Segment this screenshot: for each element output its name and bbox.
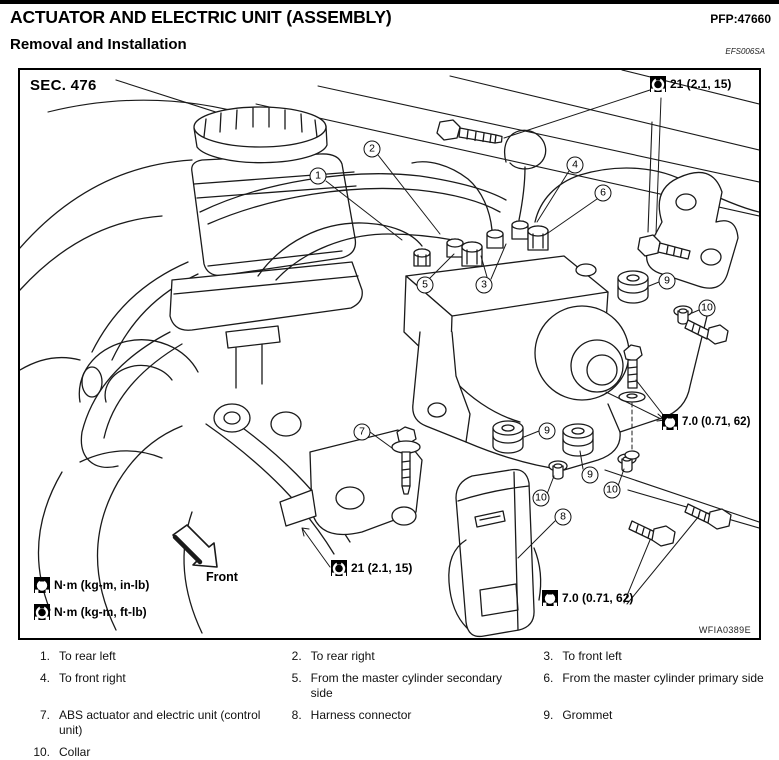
part-label: To rear right <box>310 649 375 663</box>
part-number: 5. <box>291 671 302 685</box>
part-number: 9. <box>543 708 554 722</box>
part-number: 4. <box>39 671 50 685</box>
torque-ftlb-icon <box>34 604 50 620</box>
part-label: From the master cylinder primary side <box>562 671 764 685</box>
torque-callout-bottom-right: 7.0 (0.71, 62) <box>542 590 633 606</box>
parts-list: 1. To rear left 2. To rear right 3. To fron… <box>0 649 779 760</box>
part-label: To rear left <box>59 649 116 663</box>
torque-ftlb-icon <box>650 76 666 92</box>
parts-list-item: 9. Grommet <box>527 708 773 738</box>
parts-list-item: 6. From the master cylinder primary side <box>527 671 773 701</box>
torque-inlb-icon <box>542 590 558 606</box>
parts-list-item: 4. To front right <box>24 671 270 701</box>
callout-marker-9c: 9 <box>658 272 676 290</box>
part-number: 3. <box>543 649 554 663</box>
callout-marker-8: 8 <box>554 508 572 526</box>
part-label: Harness connector <box>310 708 412 722</box>
diagram-line-art <box>20 70 759 638</box>
parts-list-item: 10. Collar <box>24 745 270 760</box>
section-subtitle: Removal and Installation <box>10 36 187 53</box>
parts-list-item: 5. From the master cylinder secondary sid… <box>276 671 522 701</box>
part-label: To front left <box>562 649 622 663</box>
parts-list-item: 1. To rear left <box>24 649 270 664</box>
torque-value: 21 (2.1, 15) <box>670 77 732 91</box>
callout-marker-6: 6 <box>594 184 612 202</box>
parts-list-item: 8. Harness connector <box>276 708 522 738</box>
section-label: SEC. 476 <box>30 77 97 94</box>
callout-marker-10a: 10 <box>532 489 550 507</box>
part-number: 7. <box>39 708 50 722</box>
front-direction-label: Front <box>206 570 238 584</box>
part-number: 8. <box>291 708 302 722</box>
parts-list-item: 7. ABS actuator and electric unit (contro… <box>24 708 270 738</box>
torque-legend-label: N·m (kg-m, ft-lb) <box>54 605 147 619</box>
callout-marker-10c: 10 <box>698 299 716 317</box>
torque-callout-bottom-middle: 21 (2.1, 15) <box>331 560 412 576</box>
torque-value: 7.0 (0.71, 62) <box>562 591 634 605</box>
torque-callout-top-right: 21 (2.1, 15) <box>650 76 731 92</box>
part-label: From the master cylinder secondary side <box>310 671 503 700</box>
pfp-code: PFP:47660 <box>710 12 771 26</box>
callout-marker-3: 3 <box>475 276 493 294</box>
part-number: 6. <box>543 671 554 685</box>
page-title: ACTUATOR AND ELECTRIC UNIT (ASSEMBLY) <box>10 7 392 27</box>
torque-callout-right-middle: 7.0 (0.71, 62) <box>662 414 750 430</box>
part-label: To front right <box>59 671 126 685</box>
callout-marker-5: 5 <box>416 276 434 294</box>
torque-value: 7.0 (0.71, 62) <box>682 416 751 428</box>
part-label: Grommet <box>562 708 613 722</box>
part-label: Collar <box>59 745 91 759</box>
page-header: ACTUATOR AND ELECTRIC UNIT (ASSEMBLY) PF… <box>10 7 771 28</box>
torque-legend-label: N·m (kg-m, in-lb) <box>54 578 150 592</box>
callout-marker-4: 4 <box>566 156 584 174</box>
torque-value: 21 (2.1, 15) <box>351 561 413 575</box>
callout-marker-1: 1 <box>309 167 327 185</box>
part-number: 2. <box>291 649 302 663</box>
callout-marker-7: 7 <box>353 423 371 441</box>
callout-marker-2: 2 <box>363 140 381 158</box>
parts-list-item: 3. To front left <box>527 649 773 664</box>
figure-frame: SEC. 476 1 2 3 4 5 6 7 8 9 9 9 10 10 10 … <box>18 68 761 640</box>
parts-list-item: 2. To rear right <box>276 649 522 664</box>
torque-ftlb-icon <box>331 560 347 576</box>
torque-inlb-icon <box>662 414 678 430</box>
figure-id: WFIA0389E <box>698 625 751 635</box>
callout-marker-9b: 9 <box>581 466 599 484</box>
torque-legend-ftlb: N·m (kg-m, ft-lb) <box>34 604 147 620</box>
part-number: 10. <box>33 745 50 759</box>
part-label: ABS actuator and electric unit (control … <box>59 708 261 737</box>
part-number: 1. <box>39 649 50 663</box>
reference-code: EFS006SA <box>725 47 765 56</box>
torque-legend-inlb: N·m (kg-m, in-lb) <box>34 577 149 593</box>
torque-inlb-icon <box>34 577 50 593</box>
header-rule <box>0 0 779 4</box>
callout-marker-9a: 9 <box>538 422 556 440</box>
callout-marker-10b: 10 <box>603 481 621 499</box>
